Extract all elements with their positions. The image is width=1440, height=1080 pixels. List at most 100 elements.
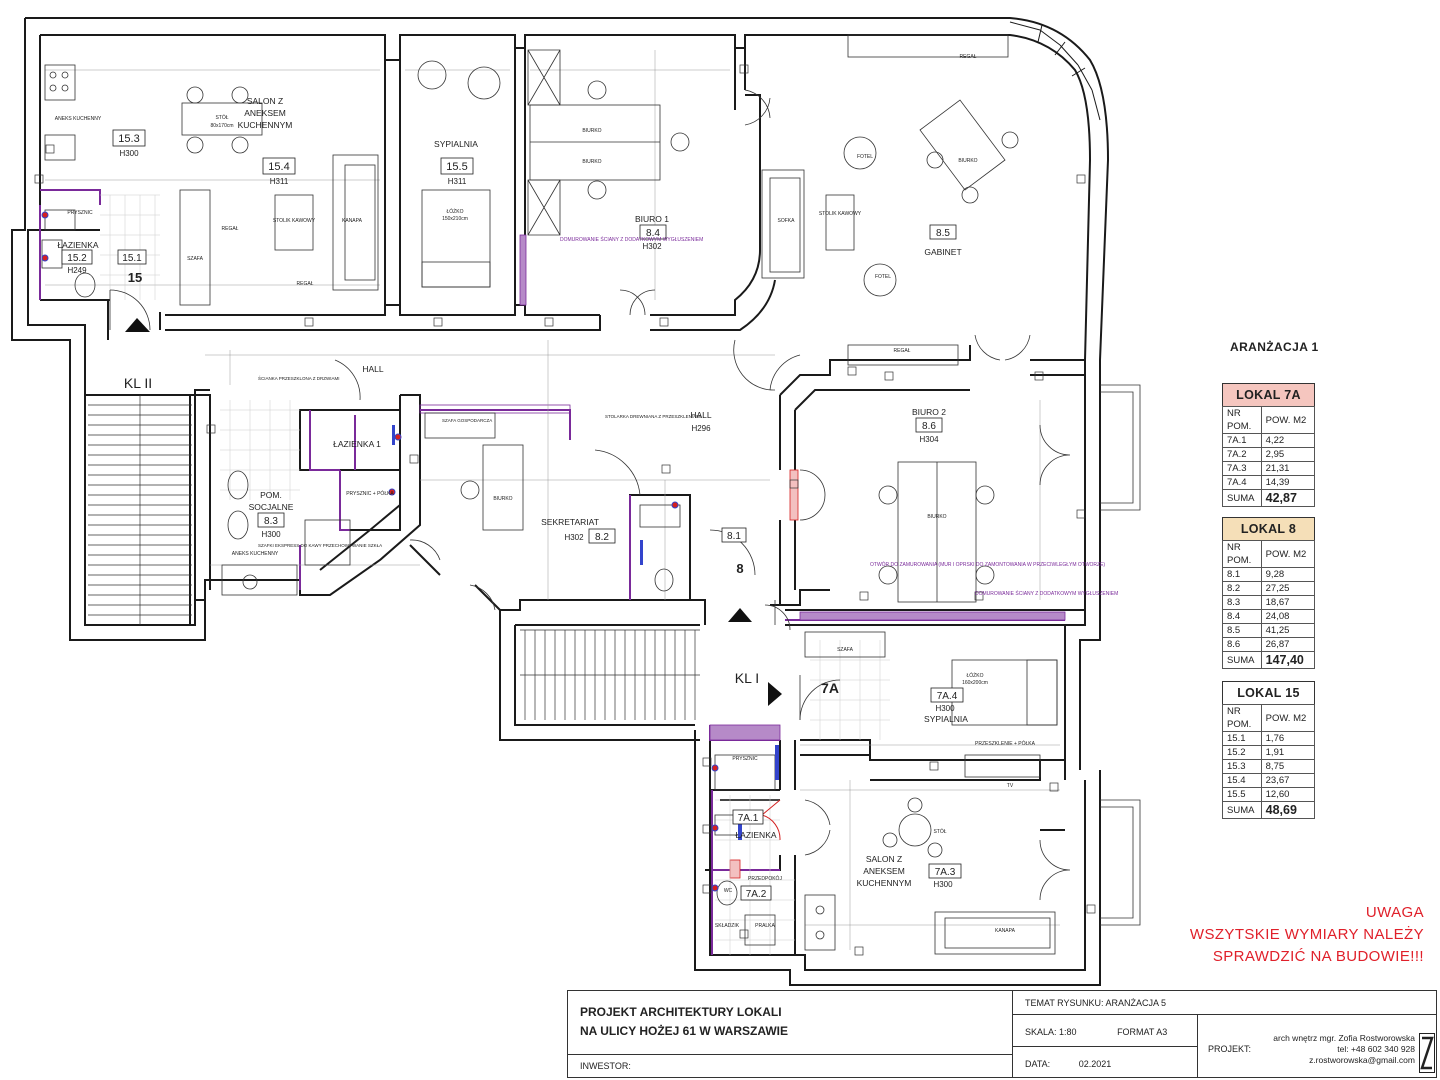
pipe-markers (41, 211, 719, 892)
cell: 7A.3 (1222, 461, 1262, 476)
sum-label: SUMA (1222, 489, 1262, 507)
desk-label-3: BIURKO (958, 158, 977, 164)
table-dim: 80x170cm (210, 123, 233, 129)
cell: 7A.4 (1222, 475, 1262, 490)
room-name-7a-3-a: SALON Z (866, 854, 902, 864)
tv-label: TV (1007, 783, 1014, 789)
armchair-label-1: FOTEL (857, 154, 873, 160)
table-label-2: STÓŁ (933, 828, 946, 835)
hatched-walls (419, 234, 1066, 879)
cell: 15.4 (1222, 773, 1262, 788)
projekt-label: PROJEKT: (1208, 1044, 1252, 1054)
wardrobe-label: SZAFA (187, 256, 204, 262)
bed2-dim: 160x200cm (962, 680, 988, 686)
cell: 14,39 (1260, 475, 1316, 490)
logo-icon (1419, 1033, 1435, 1073)
cell: 8,75 (1260, 759, 1316, 774)
cell: 18,67 (1260, 595, 1316, 610)
coffee-table-label: STOLIK KAWOWY (273, 218, 316, 224)
room-height-8-2: H302 (564, 533, 584, 542)
bed-label: ŁÓŻKO (447, 208, 464, 215)
room-id-7a-4: 7A.4 (937, 691, 958, 702)
unit-15-number: 15 (128, 270, 142, 285)
room-name-8-4: BIURO 1 (635, 214, 669, 224)
room-height-8-4: H302 (642, 242, 662, 251)
shower-label-1: PRYSZNIC (67, 210, 93, 216)
cell: 21,31 (1260, 461, 1316, 476)
scale: SKALA: 1:80 (1025, 1027, 1077, 1037)
bed2-label: ŁÓŻKO (967, 672, 984, 679)
sum-label: SUMA (1222, 801, 1262, 819)
room-name-8-5: GABINET (924, 247, 961, 257)
date-label: DATA: (1025, 1059, 1051, 1069)
room-height-7a-4: H300 (935, 704, 955, 713)
room-name-8-6: BIURO 2 (912, 407, 946, 417)
col-header: POW. M2 (1260, 540, 1316, 568)
desk-label-1: BIURKO (582, 128, 601, 134)
format: FORMAT A3 (1117, 1027, 1168, 1037)
utility-cabinet-label: SZAFA GOSPODARCZA (442, 418, 492, 423)
desk-label-4: BIURKO (927, 514, 946, 520)
sofka-label: SOFKA (778, 218, 796, 224)
furniture-labels: STÓŁ 80x170cm KANAPA STOLIK KAWOWY ŁÓŻKO… (55, 54, 1036, 934)
room-name-15-4-a: SALON Z (247, 96, 283, 106)
cell: 12,60 (1260, 787, 1316, 802)
cell: 15.1 (1222, 731, 1262, 746)
cell: 8.6 (1222, 637, 1262, 652)
room-name-8-3-a: POM. (260, 490, 282, 500)
col-header: POW. M2 (1260, 406, 1316, 434)
project-line-2: NA ULICY HOŻEJ 61 W WARSZAWIE (580, 1024, 789, 1038)
cell: 27,25 (1260, 581, 1316, 596)
shower-label-2: PRYSZNIC (732, 756, 758, 762)
sum-value: 48,69 (1260, 801, 1316, 819)
room-id-8-2: 8.2 (595, 532, 609, 543)
glass-wall-label: ŚCIANKA PRZESZKLONA Z DRZWIAMI (258, 374, 340, 381)
investor-cell: INWESTOR: (568, 1055, 1013, 1078)
col-header: NR POM. (1222, 704, 1262, 732)
table-label: STÓŁ (215, 114, 228, 121)
room-height-8-3: H300 (261, 530, 281, 539)
designer-info: arch wnętrz mgr. Zofia Rostworowska tel:… (1273, 1033, 1415, 1066)
designer-phone: tel: +48 602 340 928 (1337, 1044, 1415, 1054)
room-id-15-1: 15.1 (122, 253, 142, 264)
title-block: PROJEKT ARCHITEKTURY LOKALI NA ULICY HOŻ… (567, 990, 1437, 1078)
cell: 8.3 (1222, 595, 1262, 610)
lazienka1-label: ŁAZIENKA 1 (333, 439, 381, 449)
col-header: POW. M2 (1260, 704, 1316, 732)
sofa-label: KANAPA (342, 218, 363, 224)
furniture (41, 34, 1058, 955)
room-name-7a-3-b: ANEKSEM (863, 866, 905, 876)
room-name-8-3-b: SOCJALNE (249, 502, 294, 512)
cell: 8.4 (1222, 609, 1262, 624)
room-height-15-4: H311 (270, 177, 289, 186)
purple-notes: DOMUROWANIE ŚCIANY Z DODATKOWYM WYGŁUSZE… (560, 235, 1118, 597)
cell: 4,22 (1260, 433, 1316, 448)
desk-label-2: BIURKO (582, 159, 601, 165)
col-header: NR POM. (1222, 540, 1262, 568)
cell: 8.2 (1222, 581, 1262, 596)
cell: 15.3 (1222, 759, 1262, 774)
cell: 9,28 (1260, 567, 1316, 582)
room-height-15-3: H300 (119, 149, 139, 158)
note-opening: OTWÓR DO ZAMUROWANIA (MUR I OPRSKI DO ZA… (870, 561, 1105, 568)
entrance-arrows (125, 318, 782, 706)
room-id-7a-1: 7A.1 (738, 813, 759, 824)
room-id-8-3: 8.3 (264, 516, 278, 527)
table-title: LOKAL 8 (1222, 517, 1315, 540)
hall2-height: H296 (691, 424, 711, 433)
cell: 15.2 (1222, 745, 1262, 760)
room-id-8-4: 8.4 (646, 228, 660, 239)
blue-fixtures (392, 425, 779, 840)
room-height-15-2: H249 (67, 266, 87, 275)
note-wall-2: DOMUROWANIE ŚCIANY Z DODATKOWYM WYGŁUSZE… (975, 589, 1118, 597)
room-name-15-2: ŁAZIENKA (57, 240, 98, 250)
coffee-table-label-2: STOLIK KAWOWY (819, 211, 862, 217)
room-id-8-6: 8.6 (922, 421, 936, 432)
wc-label: WC (724, 888, 733, 894)
shower-shelf-label: PRYSZNIC + PÓŁKA (346, 490, 394, 497)
door-swings (109, 89, 1031, 856)
topic-cell: TEMAT RYSUNKU: ARANŻACJA 5 (1013, 991, 1437, 1015)
note-wall-1: DOMUROWANIE ŚCIANY Z DODATKOWYM WYGŁUSZE… (560, 235, 703, 243)
